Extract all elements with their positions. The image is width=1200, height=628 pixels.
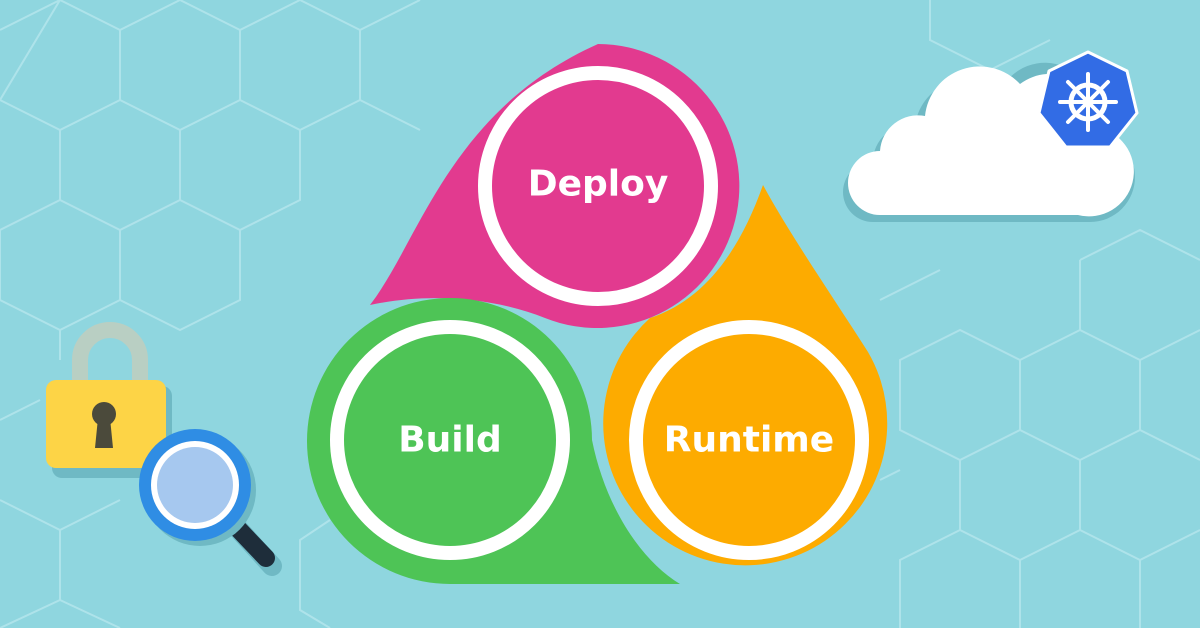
runtime-stage: Runtime: [603, 185, 888, 566]
deploy-ring: [478, 66, 718, 306]
magnifier-lens: [157, 447, 233, 523]
padlock-shackle: [72, 322, 148, 382]
build-label: Build: [398, 420, 502, 461]
kubernetes-icon: [1037, 50, 1139, 149]
kubernetes-helm: [1058, 72, 1118, 132]
runtime-ring: [629, 320, 869, 560]
build-ring: [330, 320, 570, 560]
runtime-drop: [603, 185, 888, 566]
padlock-icon: [46, 322, 172, 478]
deploy-stage: Deploy: [370, 44, 740, 328]
build-drop: [307, 298, 680, 584]
build-stage: Build: [307, 298, 680, 584]
deploy-label: Deploy: [528, 164, 669, 205]
runtime-label: Runtime: [664, 420, 834, 461]
deploy-drop: [370, 44, 740, 328]
padlock-keyhole-slot: [95, 418, 113, 448]
magnifier-icon: [139, 429, 282, 576]
